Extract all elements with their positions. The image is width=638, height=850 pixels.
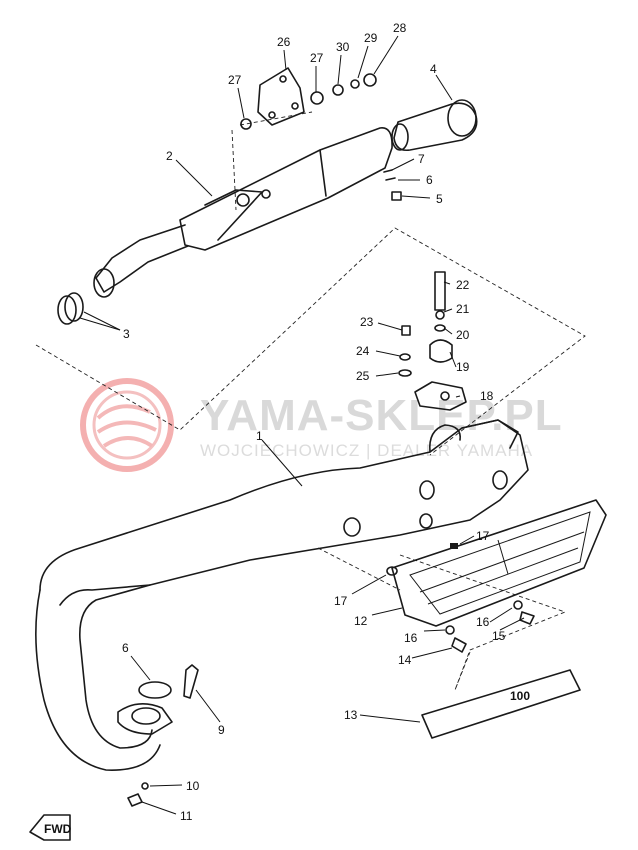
callout-16: 16 — [404, 631, 418, 645]
small-hardware — [127, 543, 535, 807]
callout-9: 9 — [218, 723, 225, 737]
callout-6: 6 — [426, 173, 433, 187]
watermark-brand: YAMA-SKLEP.PL — [200, 391, 563, 440]
dashed-guides — [35, 111, 586, 691]
decal-part: 100 — [421, 669, 581, 739]
tailpipe-part — [391, 99, 478, 152]
callout-2: 2 — [166, 149, 173, 163]
callout-labels: 26 27 27 30 29 28 4 2 7 6 5 3 22 21 23 2… — [122, 21, 506, 823]
callout-17: 17 — [334, 594, 348, 608]
watermark-logo-icon — [80, 378, 174, 472]
decal-text: 100 — [510, 689, 530, 703]
mount-hardware — [398, 271, 467, 411]
callout-21: 21 — [456, 302, 470, 316]
callout-4: 4 — [430, 62, 437, 76]
gasket-rings — [57, 292, 84, 325]
callout-30: 30 — [336, 40, 350, 54]
callout-5: 5 — [436, 192, 443, 206]
callout-26: 26 — [277, 35, 291, 49]
fwd-arrow-icon: FWD — [29, 814, 72, 841]
callout-20: 20 — [456, 328, 470, 342]
callout-19: 19 — [456, 360, 470, 374]
callout-29: 29 — [364, 31, 378, 45]
callout-17: 17 — [476, 529, 490, 543]
callout-15: 15 — [492, 629, 506, 643]
callout-27: 27 — [228, 73, 242, 87]
callout-25: 25 — [356, 369, 370, 383]
callout-23: 23 — [360, 315, 374, 329]
muffler-part — [93, 127, 393, 298]
watermark-tagline: WOJCIECHOWICZ | DEALER YAMAHA — [200, 441, 533, 460]
callout-16: 16 — [476, 615, 490, 629]
watermark: YAMA-SKLEP.PL WOJCIECHOWICZ | DEALER YAM… — [80, 378, 563, 472]
fwd-label: FWD — [44, 822, 72, 836]
callout-3: 3 — [123, 327, 130, 341]
callout-18: 18 — [480, 389, 494, 403]
bracket-part — [240, 67, 377, 130]
exhaust-chamber-part — [35, 419, 529, 771]
callout-1: 1 — [256, 429, 263, 443]
callout-22: 22 — [456, 278, 470, 292]
callout-28: 28 — [393, 21, 407, 35]
callout-11: 11 — [180, 809, 193, 823]
heat-protector-part — [391, 499, 607, 627]
callout-24: 24 — [356, 344, 370, 358]
callout-14: 14 — [398, 653, 412, 667]
muffler-bolt — [383, 169, 402, 201]
callout-10: 10 — [186, 779, 200, 793]
callout-27: 27 — [310, 51, 324, 65]
leader-lines — [79, 35, 525, 815]
callout-7: 7 — [418, 152, 425, 166]
callout-12: 12 — [354, 614, 368, 628]
callout-6: 6 — [122, 641, 129, 655]
callout-13: 13 — [344, 708, 358, 722]
